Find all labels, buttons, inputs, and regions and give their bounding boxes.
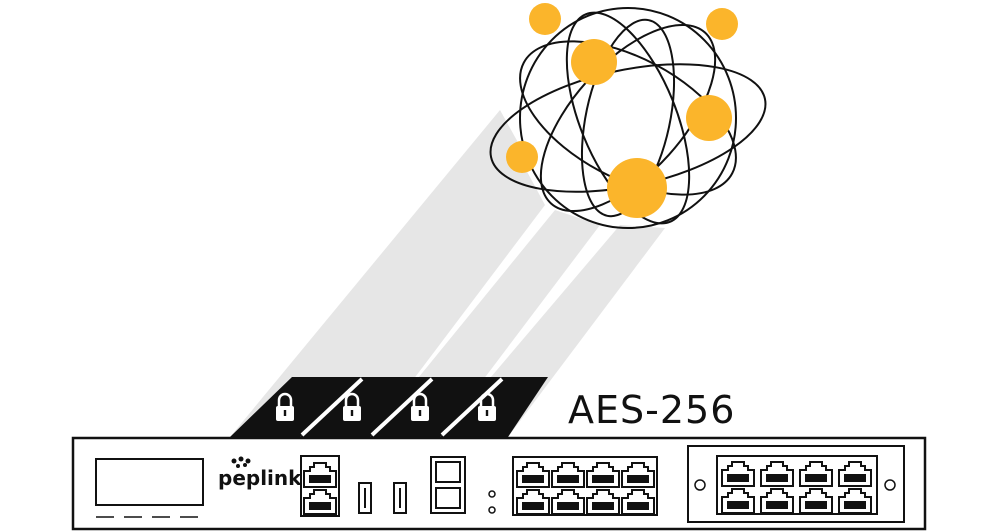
padlock-icon bbox=[343, 392, 361, 421]
beam-2 bbox=[300, 140, 545, 437]
rj45-port bbox=[838, 488, 872, 514]
padlock-icon bbox=[276, 392, 294, 421]
rj45-port bbox=[516, 462, 550, 488]
sfp-port bbox=[435, 461, 461, 483]
orbit-5 bbox=[580, 18, 676, 218]
tunnel-3 bbox=[370, 377, 502, 437]
reset-pinhole bbox=[488, 490, 496, 498]
beam-1 bbox=[230, 110, 525, 437]
rj45-port bbox=[621, 462, 655, 488]
network-node bbox=[706, 8, 738, 40]
padlock-icon bbox=[478, 392, 496, 421]
brand-logo-dots bbox=[231, 456, 251, 468]
tunnel-2 bbox=[300, 377, 432, 437]
rj45-port bbox=[303, 462, 337, 488]
network-nodes bbox=[506, 3, 738, 218]
module-screw bbox=[884, 479, 896, 491]
tunnel-divider bbox=[440, 377, 504, 437]
encryption-label: AES-256 bbox=[568, 388, 736, 432]
rj45-port bbox=[838, 461, 872, 487]
rj45-port bbox=[760, 488, 794, 514]
rj45-port bbox=[516, 489, 550, 515]
network-node bbox=[529, 3, 561, 35]
rj45-port bbox=[586, 462, 620, 488]
rj45-port bbox=[799, 488, 833, 514]
network-node bbox=[686, 95, 732, 141]
lcd-display bbox=[95, 458, 204, 506]
ethernet-ports bbox=[303, 461, 872, 515]
sfp-port bbox=[435, 487, 461, 509]
tunnel-locks bbox=[276, 392, 496, 421]
tunnel-divider bbox=[300, 377, 364, 437]
brand-logo-text: peplink bbox=[218, 466, 302, 490]
globe-network-icon bbox=[489, 7, 767, 229]
rj45-port bbox=[799, 461, 833, 487]
tunnel-divider bbox=[370, 377, 434, 437]
rj45-port bbox=[760, 461, 794, 487]
rj45-port bbox=[621, 489, 655, 515]
tunnel-1 bbox=[230, 377, 362, 437]
rj45-port bbox=[586, 489, 620, 515]
padlock-icon bbox=[411, 392, 429, 421]
rj45-port bbox=[303, 489, 337, 515]
rj45-port bbox=[551, 462, 585, 488]
network-node bbox=[607, 158, 667, 218]
network-node bbox=[571, 39, 617, 85]
router-device bbox=[71, 436, 927, 531]
reset-pinhole bbox=[488, 506, 496, 514]
network-node bbox=[506, 141, 538, 173]
rj45-port bbox=[721, 461, 755, 487]
module-screw bbox=[694, 479, 706, 491]
globe-outline bbox=[519, 7, 737, 229]
rj45-port bbox=[551, 489, 585, 515]
rj45-port bbox=[721, 488, 755, 514]
